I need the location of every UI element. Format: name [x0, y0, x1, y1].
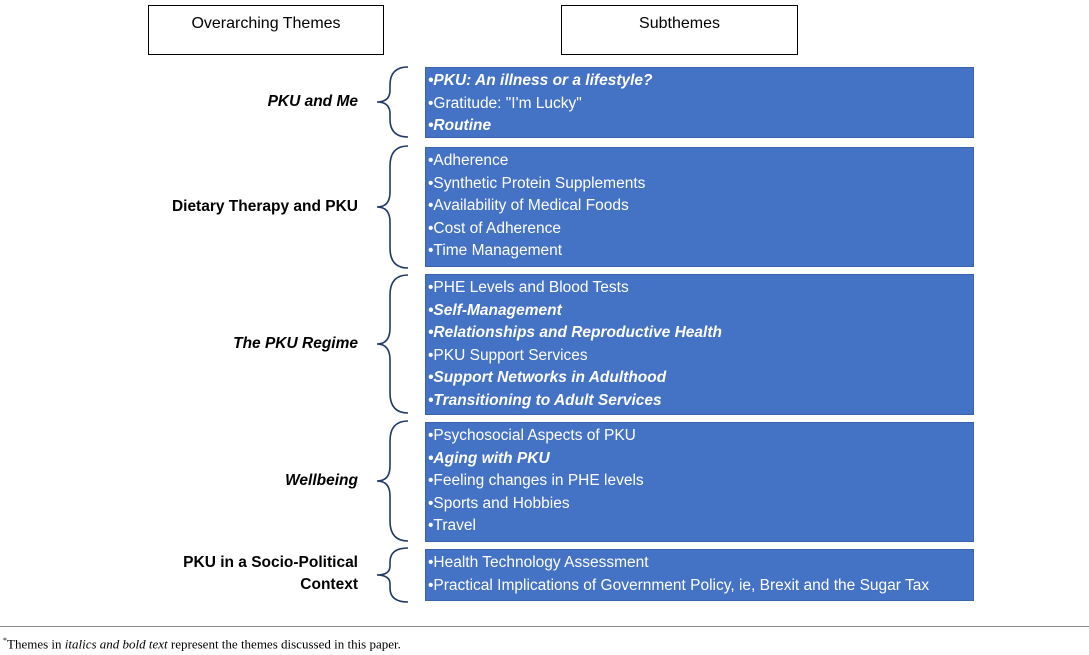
subthemes-header: Subthemes: [561, 5, 798, 55]
subtheme-item: •Travel: [428, 517, 476, 534]
footnote-text-1: Themes in: [7, 636, 65, 652]
footnote-text-italic: italics and bold text: [64, 636, 168, 652]
subtheme-item: •Self-Management: [428, 301, 562, 319]
overarching-themes-header: Overarching Themes: [148, 5, 384, 55]
subtheme-item: •Adherence: [428, 152, 509, 169]
theme-label-pku-regime: The PKU Regime: [233, 335, 358, 352]
theme-label-wellbeing: Wellbeing: [285, 472, 358, 489]
subtheme-box-socio-political: •Health Technology Assessment •Practical…: [425, 549, 974, 601]
subtheme-item: •Transitioning to Adult Services: [428, 391, 662, 409]
footnote: *Themes in italics and bold text represe…: [3, 636, 401, 652]
theme-label-pku-and-me: PKU and Me: [267, 93, 358, 110]
brace-socio-political: [376, 547, 409, 603]
theme-label-line-2: Context: [300, 576, 358, 593]
subtheme-item: •Health Technology Assessment: [428, 554, 649, 571]
brace-dietary-therapy: [376, 145, 409, 269]
subtheme-box-pku-regime: •PHE Levels and Blood Tests •Self-Manage…: [425, 274, 974, 415]
subtheme-box-dietary-therapy: •Adherence •Synthetic Protein Supplement…: [425, 147, 974, 267]
subtheme-box-wellbeing: •Psychosocial Aspects of PKU •Aging with…: [425, 422, 974, 542]
subtheme-item: •PKU: An illness or a lifestyle?: [428, 72, 653, 89]
subtheme-item: •Support Networks in Adulthood: [428, 369, 667, 386]
subtheme-item: •Aging with PKU: [428, 449, 550, 467]
subtheme-item: •Practical Implications of Government Po…: [428, 576, 930, 594]
subtheme-item: •Synthetic Protein Supplements: [428, 174, 646, 192]
theme-label-line-1: PKU in a Socio-Political: [183, 554, 358, 571]
theme-label-dietary-therapy: Dietary Therapy and PKU: [171, 198, 358, 215]
subtheme-item: •PHE Levels and Blood Tests: [428, 279, 629, 296]
theme-label-socio-political: PKU in a Socio-Political Context: [128, 552, 358, 596]
footnote-marker: *: [3, 636, 7, 645]
subtheme-item: •Psychosocial Aspects of PKU: [428, 427, 636, 444]
subtheme-item: •Time Management: [428, 242, 563, 259]
subtheme-item: •PKU Support Services: [428, 346, 588, 364]
brace-wellbeing: [376, 420, 409, 542]
subtheme-item: •Availability of Medical Foods: [428, 197, 629, 214]
subtheme-item: •Feeling changes in PHE levels: [428, 472, 644, 489]
brace-pku-and-me: [376, 66, 409, 138]
brace-pku-regime: [376, 274, 409, 414]
footnote-divider: [0, 626, 1089, 627]
subtheme-item: •Gratitude: "I'm Lucky": [428, 94, 582, 112]
subtheme-item: •Relationships and Reproductive Health: [428, 324, 722, 341]
subtheme-item: •Cost of Adherence: [428, 219, 561, 237]
subtheme-box-pku-and-me: •PKU: An illness or a lifestyle? •Gratit…: [425, 67, 974, 138]
footnote-text-2: represent the themes discussed in this p…: [167, 636, 401, 652]
subtheme-item: •Sports and Hobbies: [428, 494, 570, 512]
subtheme-item: •Routine: [428, 117, 492, 134]
